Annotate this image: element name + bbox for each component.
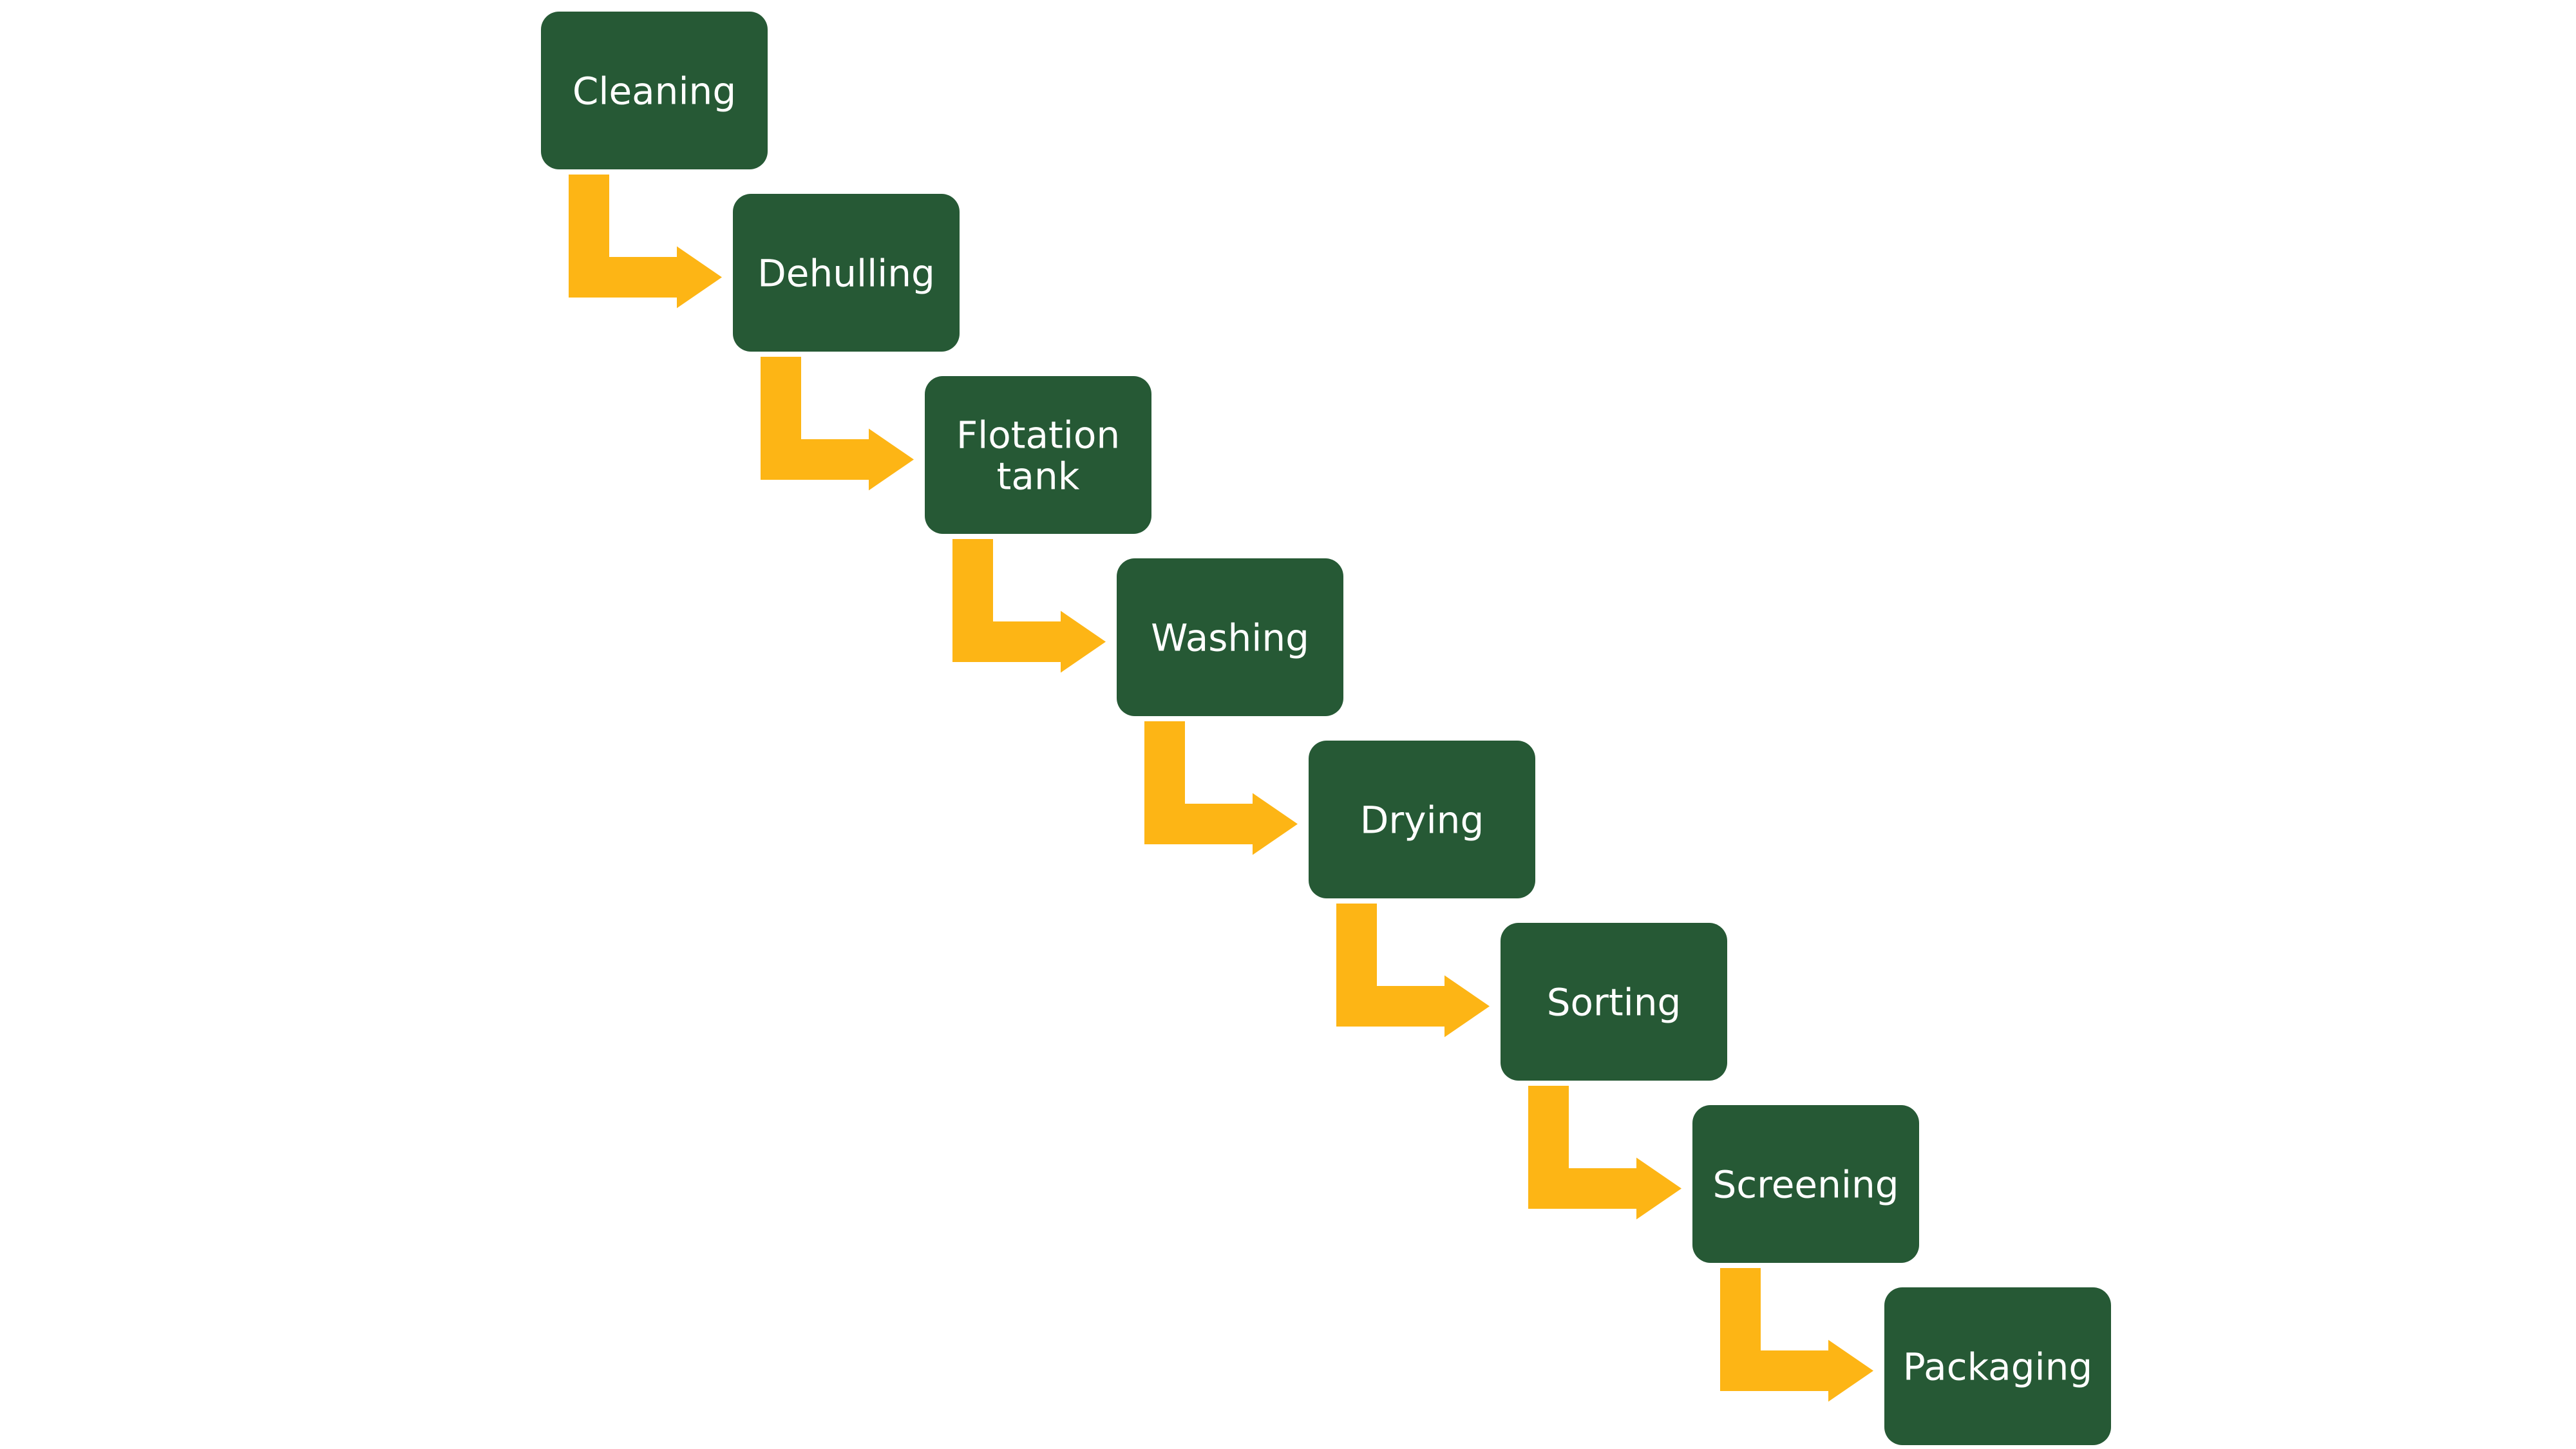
step-washing: Washing bbox=[1117, 558, 1343, 716]
step-label: Dehulling bbox=[757, 251, 935, 295]
step-label-line: Drying bbox=[1360, 798, 1484, 842]
step-label-line: Cleaning bbox=[573, 69, 736, 113]
step-label-line: Packaging bbox=[1903, 1345, 2092, 1388]
step-dehulling: Dehulling bbox=[733, 194, 960, 352]
elbow-arrow-icon bbox=[1336, 904, 1490, 1037]
elbow-arrow-icon bbox=[569, 175, 722, 308]
elbow-arrow-icon bbox=[1720, 1268, 1873, 1402]
step-label: Drying bbox=[1360, 798, 1484, 842]
step-label: Cleaning bbox=[573, 69, 736, 113]
step-drying: Drying bbox=[1309, 741, 1535, 898]
step-sorting: Sorting bbox=[1501, 923, 1727, 1081]
step-packaging: Packaging bbox=[1884, 1287, 2111, 1445]
arrows-layer bbox=[569, 175, 1873, 1402]
step-box bbox=[733, 194, 960, 352]
step-box bbox=[925, 376, 1151, 534]
step-box bbox=[1501, 923, 1727, 1081]
elbow-arrow-icon bbox=[761, 357, 914, 491]
elbow-arrow-icon bbox=[1528, 1086, 1681, 1220]
elbow-arrow-icon bbox=[952, 539, 1106, 673]
step-label: Screening bbox=[1712, 1162, 1899, 1206]
step-label-line: Sorting bbox=[1547, 980, 1681, 1024]
step-label-line: tank bbox=[997, 454, 1080, 498]
step-box bbox=[1692, 1105, 1919, 1263]
step-label-line: Dehulling bbox=[757, 251, 935, 295]
step-box bbox=[1309, 741, 1535, 898]
step-label: Washing bbox=[1151, 616, 1309, 659]
step-cleaning: Cleaning bbox=[541, 12, 768, 169]
elbow-arrow-icon bbox=[1144, 721, 1298, 855]
step-screening: Screening bbox=[1692, 1105, 1919, 1263]
step-box bbox=[1117, 558, 1343, 716]
step-label-line: Washing bbox=[1151, 616, 1309, 659]
step-label: Packaging bbox=[1903, 1345, 2092, 1388]
step-box bbox=[541, 12, 768, 169]
step-label-line: Screening bbox=[1712, 1162, 1899, 1206]
step-box bbox=[1884, 1287, 2111, 1445]
step-label-line: Flotation bbox=[956, 413, 1120, 457]
step-label: Sorting bbox=[1547, 980, 1681, 1024]
